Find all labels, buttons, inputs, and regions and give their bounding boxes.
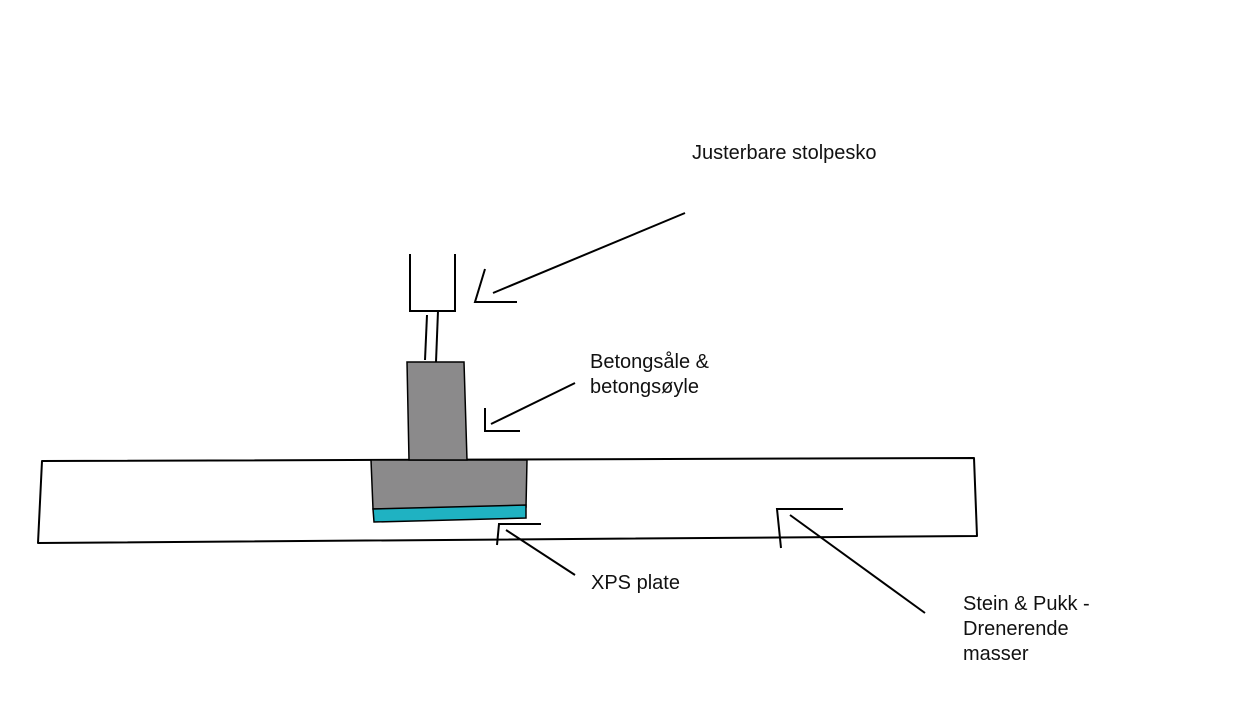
label-xps-plate: XPS plate xyxy=(591,572,680,594)
label-gravel-drainage: Stein & Pukk - Drenerende masser xyxy=(963,593,1090,665)
post-shoe-cup xyxy=(409,254,456,312)
post-shoe-stem-right xyxy=(435,310,439,363)
concrete-column xyxy=(406,361,468,461)
arrow-stein xyxy=(775,508,926,614)
label-adjustable-post-shoe: Justerbare stolpesko xyxy=(692,142,877,164)
arrow-betong xyxy=(484,382,576,432)
post-shoe-stem-left xyxy=(424,314,428,361)
arrow-xps xyxy=(496,523,576,576)
xps-plate xyxy=(372,504,527,523)
arrow-stolpesko xyxy=(473,212,686,303)
concrete-footing xyxy=(370,459,528,510)
label-concrete-footing-column: Betongsåle & betongsøyle xyxy=(590,351,709,398)
